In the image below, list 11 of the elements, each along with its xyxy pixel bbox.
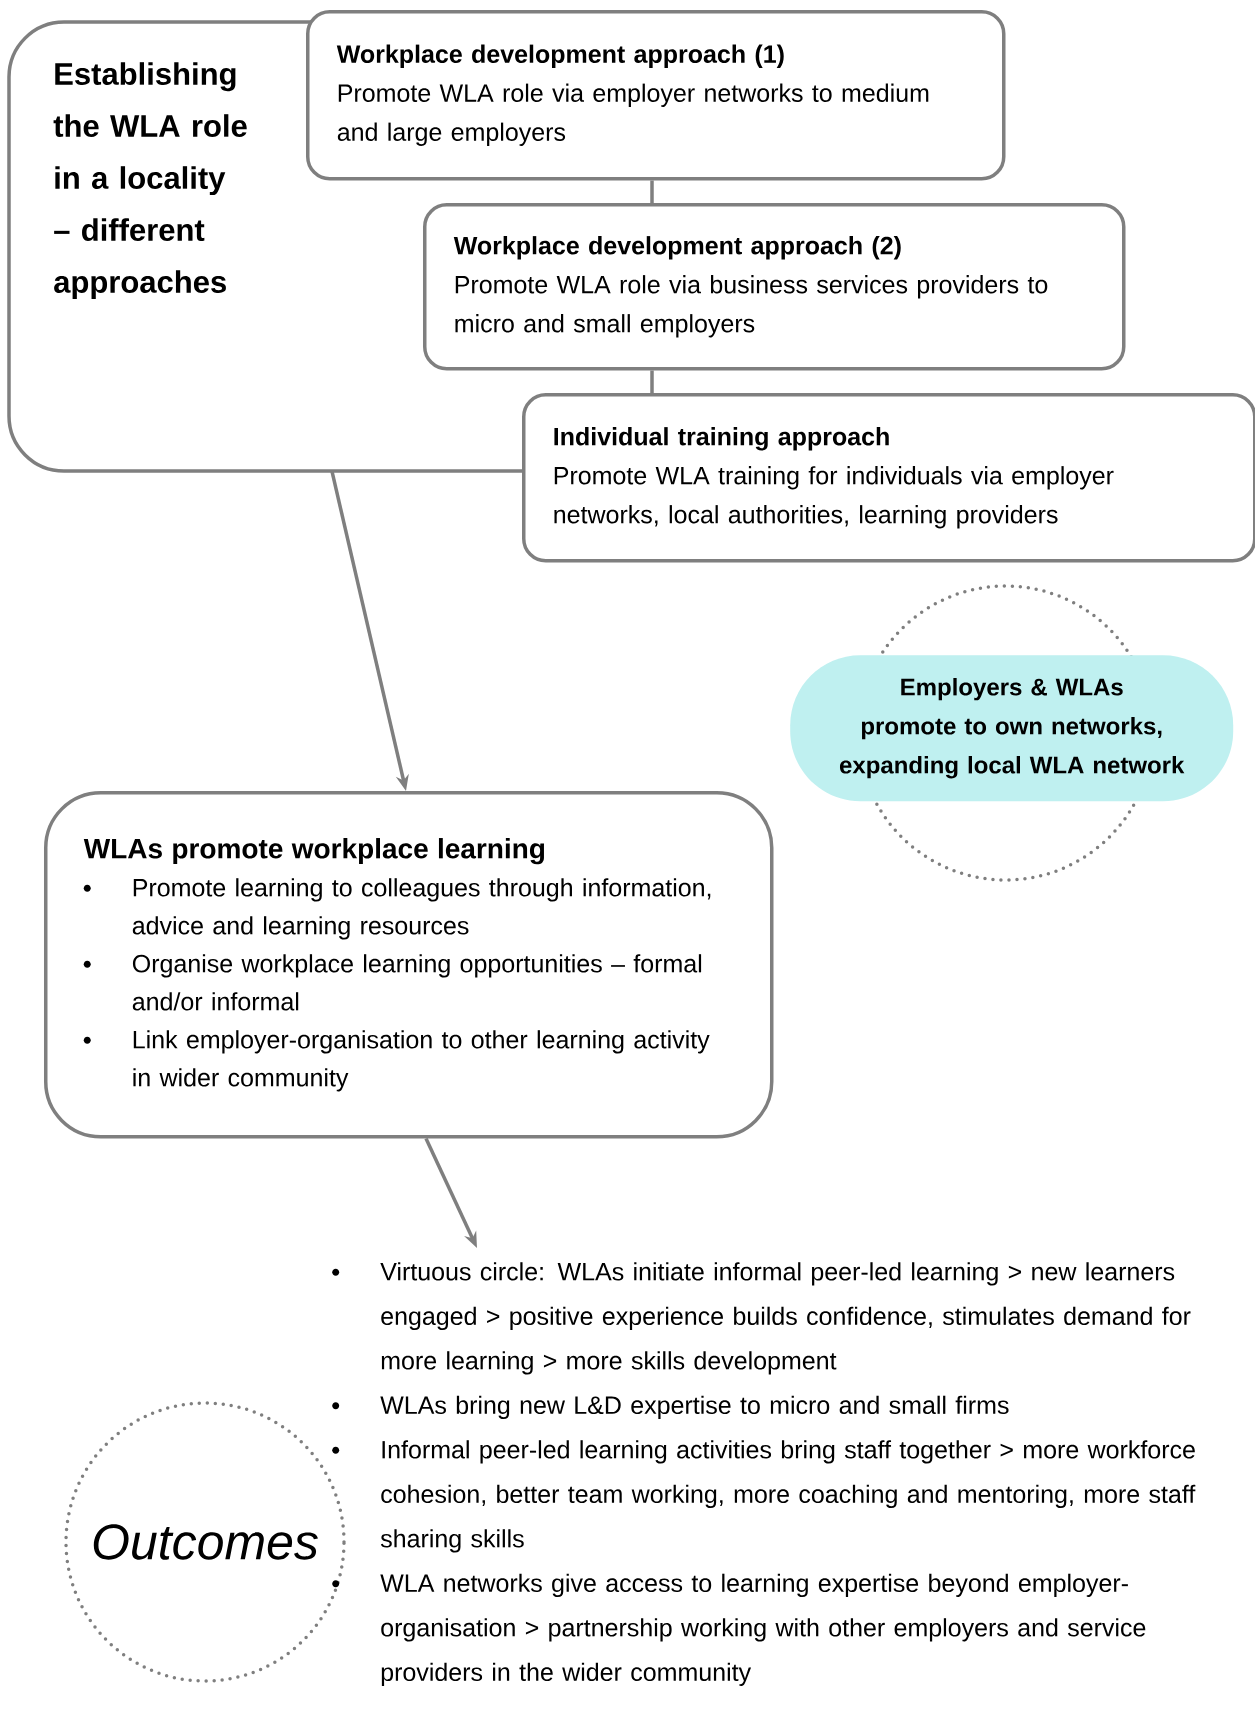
node-label: Virtuous circle: WLAs initiate informal peer-led learning > new learners engaged > positive experience builds confidence, stimulates demand for more learning > more skills development: [380, 1262, 1191, 1375]
role-box: WLAs promote workplace learning Promote learning to colleagues through information, advice and learning resources Organise workplace learning opportunities – formal and/or informal Link employer-organisation to other learning activity in wider community: [44, 791, 774, 1139]
approach-box: Individual training approach Promote WLA training for individuals via employer networks, local authorities, learning providers: [522, 393, 1255, 563]
network-pill: Employers & WLAs promote to own networks, expanding local WLA network: [790, 584, 1234, 882]
node-label: WLAs bring new L&D expertise to micro and small firms: [380, 1395, 1009, 1420]
connector-line: [650, 180, 654, 203]
node-label: Informal peer-led learning activities bring staff together > more workforce cohesion, better team working, more coaching and mentoring, more staff sharing skills: [380, 1440, 1196, 1553]
approach-box: Workplace development approach (2) Promote WLA role via business services providers to micro and small employers: [423, 203, 1126, 371]
node-label: WLA networks give access to learning expertise beyond employer-organisation > partnership working with other employers and service providers in the wider community: [380, 1573, 1146, 1687]
connector-line: [650, 370, 654, 393]
approach-box: Workplace development approach (1) Promote WLA role via employer networks to medium and large employers: [306, 10, 1006, 181]
